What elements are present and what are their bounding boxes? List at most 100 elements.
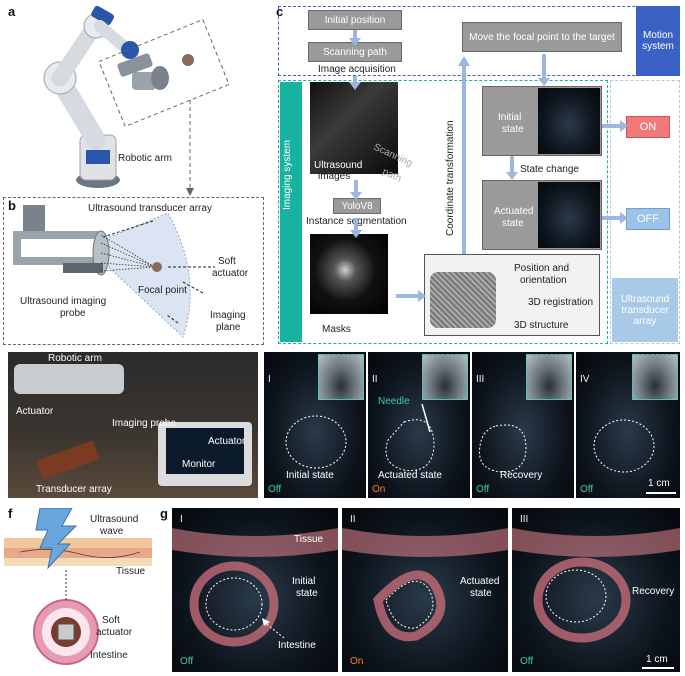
e-roman-4: IV	[580, 374, 590, 385]
label-f-tissue: Tissue	[116, 566, 146, 577]
g-status-2: On	[350, 656, 364, 667]
imaging-system-bar	[280, 82, 302, 342]
panel-letter-b: b	[8, 198, 16, 213]
label-structure: 3D structure	[514, 320, 569, 331]
setup-photo	[8, 352, 258, 498]
g-state-3a: Recovery	[632, 586, 675, 597]
photo-tissue	[36, 440, 100, 480]
label-actuated-state-2: state	[502, 218, 524, 229]
g-state-1a: Initial	[292, 576, 316, 587]
e-thumb-3	[526, 354, 572, 400]
g-tissue-label: Tissue	[294, 534, 324, 545]
label-d-actuator-left: Actuator	[16, 406, 54, 417]
panel-letter-c: c	[276, 4, 284, 19]
label-image-acquisition: Image acquisition	[318, 64, 396, 75]
panel-letter-g: g	[160, 506, 168, 521]
uta-label: Ultrasound transducer array	[612, 278, 678, 342]
e-thumb-2	[422, 354, 468, 400]
uta-label-3: array	[633, 315, 657, 327]
masks-image	[310, 234, 388, 314]
label-f-wave-1: Ultrasound	[90, 514, 139, 525]
g-status-1: Off	[180, 656, 194, 667]
label-f-intestine: Intestine	[90, 650, 128, 661]
label-actuator: actuator	[212, 268, 249, 279]
label-ultrasound-1: Ultrasound	[314, 160, 363, 171]
g-state-2b: state	[470, 588, 492, 599]
move-focal-box: Move the focal point to the target	[462, 22, 622, 52]
e-roman-2: II	[372, 374, 378, 385]
e-scale-bar	[646, 492, 676, 494]
e-state-2: Actuated state	[378, 470, 442, 481]
label-state-change: State change	[520, 164, 579, 175]
label-d-actuator-right: Actuator	[208, 436, 246, 447]
point-cloud-image	[430, 272, 496, 328]
g-roman-3: III	[520, 514, 529, 525]
label-focal-point: Focal point	[138, 285, 187, 296]
g-roman-1: I	[180, 514, 183, 525]
label-soft: Soft	[218, 256, 236, 267]
g-scale-bar	[642, 667, 674, 669]
e-thumb-4	[632, 354, 678, 400]
transducer-diagram	[13, 205, 215, 338]
e-status-3: Off	[476, 484, 490, 495]
off-button: OFF	[626, 208, 670, 230]
e-status-2: On	[372, 484, 386, 495]
photo-monitor-screen	[166, 428, 244, 474]
g-state-1b: state	[296, 588, 318, 599]
yolo-box: YoloV8	[333, 198, 381, 214]
e-scale-label: 1 cm	[648, 478, 670, 489]
label-f-actuator: actuator	[96, 627, 133, 638]
panel-b-frame	[3, 197, 264, 345]
workflow-arrows	[349, 30, 628, 302]
uta-frame	[610, 80, 680, 344]
g-state-2a: Actuated	[460, 576, 500, 587]
on-button: ON	[626, 116, 670, 138]
label-d-transducer-array: Transducer array	[36, 484, 112, 495]
e-state-3: Recovery	[500, 470, 543, 481]
label-imaging-plane-2: plane	[216, 322, 241, 333]
label-pos-orient-2: orientation	[520, 275, 567, 286]
label-masks: Masks	[322, 324, 351, 335]
label-imaging-probe-2: probe	[60, 308, 86, 319]
label-actuated-state-1: Actuated	[494, 206, 534, 217]
ultrasound-stack-image	[310, 82, 398, 174]
imaging-system-frame	[278, 80, 608, 344]
label-d-imaging-probe: Imaging probe	[112, 418, 176, 429]
intestine-illustration	[4, 508, 152, 665]
label-registration: 3D registration	[528, 297, 594, 308]
e-state-1: Initial state	[286, 470, 334, 481]
e-roman-1: I	[268, 374, 271, 385]
label-ultrasound-2: images	[318, 171, 351, 182]
label-imaging-probe-1: Ultrasound imaging	[20, 296, 107, 307]
label-d-robotic-arm: Robotic arm	[48, 353, 102, 364]
g-scale-label: 1 cm	[646, 654, 668, 665]
motion-label-2: system	[642, 41, 674, 52]
label-robotic-arm: Robotic arm	[118, 153, 172, 164]
panel-letter-a: a	[8, 4, 16, 19]
e-outlines	[285, 403, 655, 473]
initial-position-box: Initial position	[308, 10, 402, 30]
g-intestine-label: Intestine	[278, 640, 316, 651]
initial-state-image	[538, 88, 600, 154]
photo-robot-arm	[14, 364, 124, 394]
e-thumb-1	[318, 354, 364, 400]
e-status-1: Off	[268, 484, 282, 495]
label-d-monitor: Monitor	[182, 459, 216, 470]
label-pos-orient-1: Position and	[514, 263, 570, 274]
motion-system-label: Motion system	[636, 6, 680, 76]
label-initial-state-2: state	[502, 124, 524, 135]
motion-label-1: Motion	[642, 30, 673, 41]
g-overlays	[172, 528, 680, 647]
label-initial-state-1: Initial	[498, 112, 522, 123]
uta-label-2: transducer	[621, 304, 669, 316]
g-roman-2: II	[350, 514, 356, 525]
robotic-arm-illustration	[43, 5, 230, 196]
e-needle-label: Needle	[378, 396, 410, 407]
g-status-3: Off	[520, 656, 534, 667]
e-roman-3: III	[476, 374, 485, 385]
uta-label-1: Ultrasound	[620, 293, 670, 305]
actuated-state-image	[538, 182, 600, 248]
label-transducer-array: Ultrasound transducer array	[88, 203, 212, 214]
label-f-wave-2: wave	[100, 526, 124, 537]
e-status-4: Off	[580, 484, 594, 495]
